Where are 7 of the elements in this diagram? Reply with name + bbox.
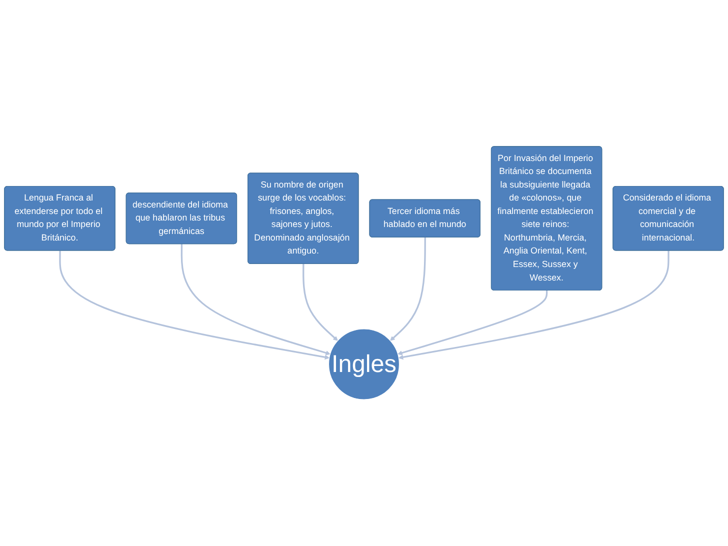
arrow xyxy=(398,250,670,360)
arrow xyxy=(398,290,548,356)
node-circle: Ingles xyxy=(328,328,400,400)
arrow xyxy=(390,237,426,341)
arrow xyxy=(302,264,338,341)
arrow xyxy=(59,250,330,360)
arrow xyxy=(180,244,330,356)
